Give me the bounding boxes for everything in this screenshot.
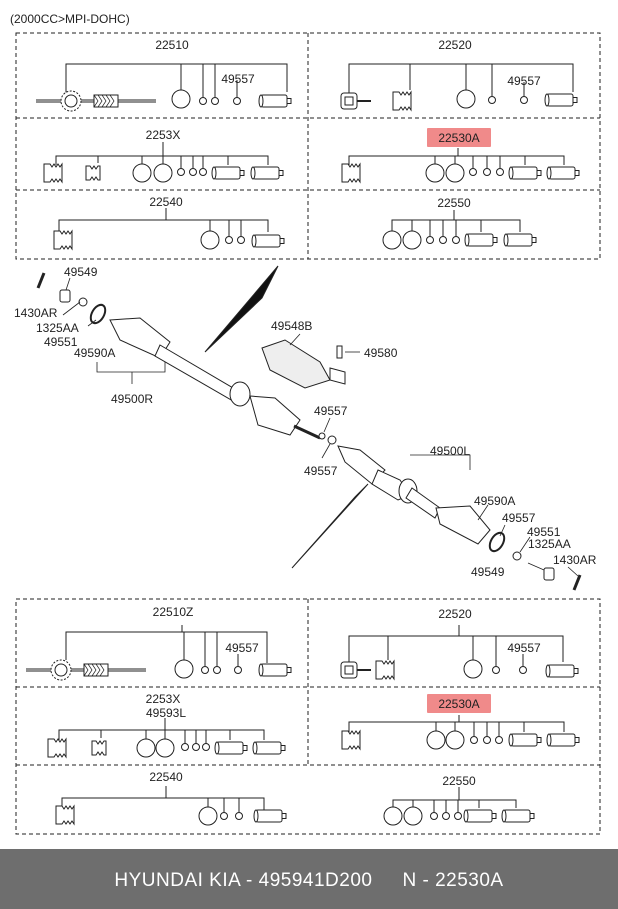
callout-1325AA-left: 1325AA (36, 321, 79, 335)
part-22510-label: 22510 (155, 38, 189, 52)
exploded-view (36, 265, 582, 591)
callout-49551-right: 49551 (527, 525, 561, 539)
part-22540-label-bottom: 22540 (149, 770, 183, 784)
part-22520-label: 22520 (438, 38, 472, 52)
callout-49590A-right: 49590A (474, 494, 516, 508)
bottom-22540-assembly (55, 786, 287, 826)
callout-49548B: 49548B (271, 319, 313, 333)
top-parts-table (15, 32, 601, 260)
callout-1325AA-right: 1325AA (528, 537, 571, 551)
footer-part-number: HYUNDAI KIA - 495941D200 (114, 870, 373, 891)
bottom-22510Z-assembly (24, 625, 292, 682)
part-22530A-label-bottom: 22530A (438, 697, 480, 711)
callout-49557-right: 49557 (502, 511, 536, 525)
callout-49500R: 49500R (111, 392, 154, 406)
part-49557-label-bottom: 49557 (225, 641, 259, 655)
part-22530A-label: 22530A (438, 131, 480, 145)
callout-1430AR-right: 1430AR (553, 553, 597, 567)
footer-text: HYUNDAI KIA - 495941D200 N - 22530A (0, 870, 618, 892)
top-2253X-assembly (43, 142, 284, 183)
top-22530A-assembly (341, 148, 580, 183)
top-22540-assembly (53, 208, 285, 250)
callout-49549-left: 49549 (64, 265, 98, 279)
highlight-top-22530A (427, 128, 491, 147)
footer-reference: N - 22530A (402, 870, 504, 891)
footer-bar: HYUNDAI KIA - 495941D200 N - 22530A (0, 849, 618, 909)
engine-note: (2000CC>MPI-DOHC) (10, 12, 130, 26)
part-49593L-label: 49593L (145, 706, 187, 720)
parts-diagram (15, 32, 601, 835)
part-22510Z-label: 22510Z (152, 605, 194, 619)
callout-1430AR-left: 1430AR (14, 306, 58, 320)
part-22550-label-bottom: 22550 (442, 774, 476, 788)
part-49557-label-bottom: 49557 (507, 641, 541, 655)
top-22510-assembly (34, 63, 292, 113)
bottom-22520-assembly (340, 625, 579, 680)
part-22520-label-bottom: 22520 (438, 607, 472, 621)
callout-49549-right: 49549 (471, 565, 505, 579)
bottom-parts-table (15, 598, 601, 835)
bottom-22550-assembly (383, 787, 535, 826)
top-22550-assembly (382, 210, 537, 250)
bottom-2253X-assembly (47, 718, 286, 758)
top-22520-assembly (340, 63, 578, 111)
callout-49557-upper: 49557 (314, 404, 348, 418)
part-22550-label: 22550 (437, 196, 471, 210)
part-2253X-label: 2253X (145, 128, 181, 142)
highlight-bottom-22530A (427, 694, 491, 713)
callout-49500L: 49500L (430, 444, 471, 458)
bottom-22530A-assembly (341, 715, 580, 750)
part-49557-label: 49557 (507, 74, 541, 88)
part-2253X-label-bottom: 2253X (145, 692, 181, 706)
callout-49551-left: 49551 (44, 335, 78, 349)
callout-49557-lower: 49557 (304, 464, 338, 478)
callout-49590A-left: 49590A (74, 346, 116, 360)
part-49557-label: 49557 (221, 72, 255, 86)
part-22540-label: 22540 (149, 195, 183, 209)
callout-49580: 49580 (364, 346, 398, 360)
